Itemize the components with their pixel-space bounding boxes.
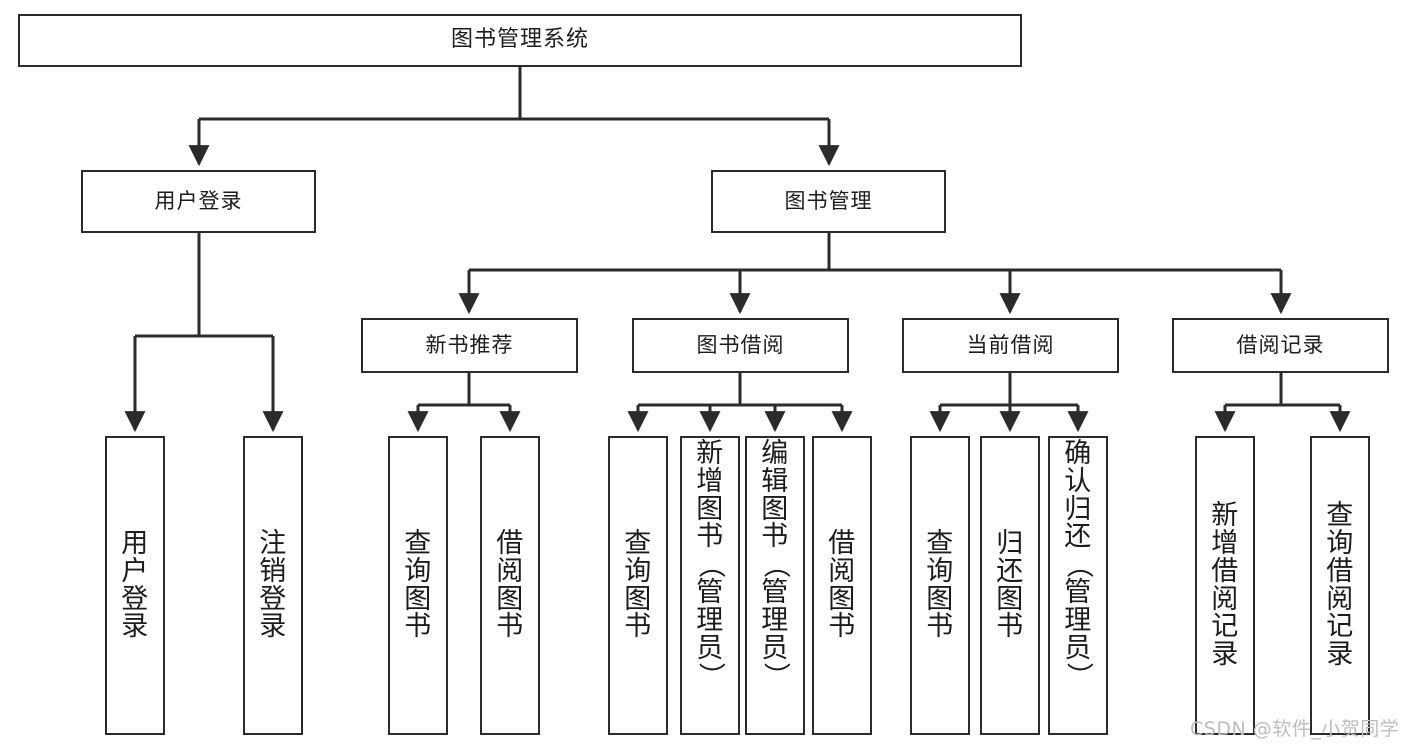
leaf-confirm-return-admin[interactable]: 确认归还（管理员）: [1048, 436, 1108, 735]
leaf-add-book-admin-label: 新增图书（管理员）: [694, 438, 726, 691]
leaf-query-book-2-label: 查询图书: [624, 527, 652, 643]
leaf-query-book-2[interactable]: 查询图书: [608, 436, 668, 735]
leaf-query-borrow-record-label: 查询借阅记录: [1326, 500, 1354, 671]
leaf-borrow-book-2[interactable]: 借阅图书: [812, 436, 872, 735]
node-borrow-record-label: 借阅记录: [1236, 332, 1325, 357]
node-new-book-recommend[interactable]: 新书推荐: [361, 318, 578, 373]
node-root[interactable]: 图书管理系统: [18, 14, 1022, 67]
leaf-logout-login-label: 注销登录: [259, 527, 287, 643]
node-borrow-record[interactable]: 借阅记录: [1172, 318, 1389, 373]
leaf-user-login[interactable]: 用户登录: [105, 436, 165, 735]
node-user-login[interactable]: 用户登录: [81, 170, 316, 233]
node-new-book-recommend-label: 新书推荐: [425, 332, 514, 357]
leaf-edit-book-admin[interactable]: 编辑图书（管理员）: [745, 436, 805, 735]
leaf-edit-book-admin-label: 编辑图书（管理员）: [759, 438, 791, 691]
node-book-manage[interactable]: 图书管理: [711, 170, 946, 233]
leaf-return-book[interactable]: 归还图书: [980, 436, 1040, 735]
leaf-query-book-3-label: 查询图书: [926, 527, 954, 643]
leaf-confirm-return-admin-label: 确认归还（管理员）: [1062, 438, 1094, 691]
leaf-add-borrow-record-label: 新增借阅记录: [1211, 500, 1239, 671]
leaf-borrow-book-1[interactable]: 借阅图书: [480, 436, 540, 735]
leaf-add-book-admin[interactable]: 新增图书（管理员）: [680, 436, 740, 735]
leaf-logout-login[interactable]: 注销登录: [243, 436, 303, 735]
node-book-borrow-label: 图书借阅: [696, 332, 785, 357]
node-book-manage-label: 图书管理: [784, 188, 873, 213]
leaf-query-book-1[interactable]: 查询图书: [388, 436, 448, 735]
node-user-login-label: 用户登录: [154, 188, 243, 213]
node-book-borrow[interactable]: 图书借阅: [632, 318, 849, 373]
node-root-label: 图书管理系统: [450, 27, 589, 53]
leaf-user-login-label: 用户登录: [121, 527, 149, 643]
leaf-query-book-1-label: 查询图书: [404, 527, 432, 643]
leaf-borrow-book-2-label: 借阅图书: [828, 527, 856, 643]
leaf-borrow-book-1-label: 借阅图书: [496, 527, 524, 643]
leaf-return-book-label: 归还图书: [996, 527, 1024, 643]
node-current-borrow[interactable]: 当前借阅: [902, 318, 1119, 373]
node-current-borrow-label: 当前借阅: [966, 332, 1055, 357]
csdn-watermark: CSDN @软件_小贺同学: [1190, 718, 1400, 740]
leaf-add-borrow-record[interactable]: 新增借阅记录: [1195, 436, 1255, 735]
leaf-query-borrow-record[interactable]: 查询借阅记录: [1310, 436, 1370, 735]
leaf-query-book-3[interactable]: 查询图书: [910, 436, 970, 735]
